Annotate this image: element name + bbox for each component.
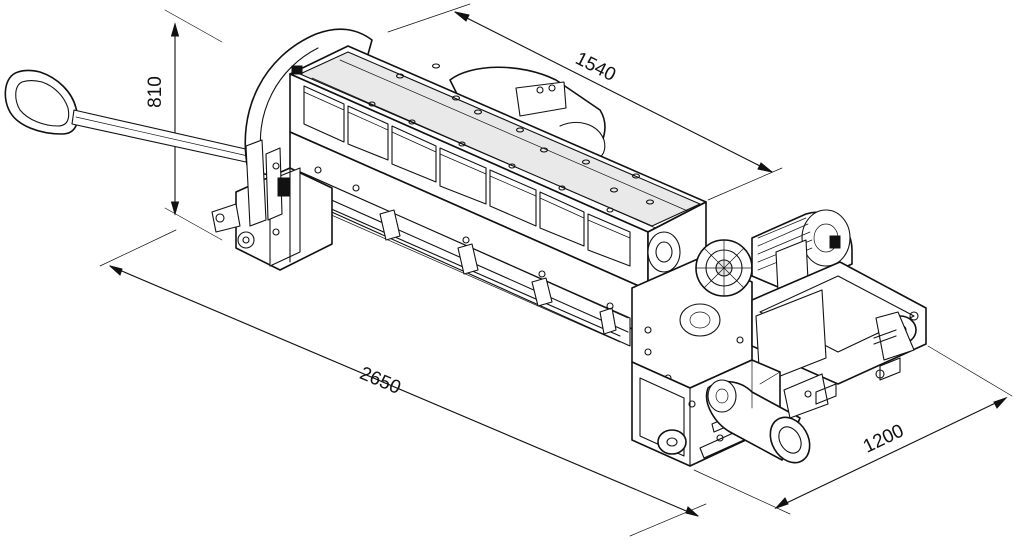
handle-grip xyxy=(4,69,79,135)
right-base-frame xyxy=(751,261,927,385)
top-motor xyxy=(449,66,606,162)
front-motor xyxy=(705,373,829,464)
front-motor-end xyxy=(769,416,811,464)
dimension-length-total-label: 2650 xyxy=(357,363,404,399)
dimension-height: 810 xyxy=(145,9,223,241)
handle xyxy=(4,69,251,163)
latch-block xyxy=(277,177,291,197)
left-end-block xyxy=(211,65,333,271)
lower-frame xyxy=(289,131,649,347)
dimension-length-top-label: 1540 xyxy=(572,48,619,86)
drive-assembly xyxy=(631,231,753,389)
frame-details xyxy=(751,345,901,409)
dimension-height-label: 810 xyxy=(145,76,166,108)
dimension-width-label: 1200 xyxy=(860,420,907,457)
